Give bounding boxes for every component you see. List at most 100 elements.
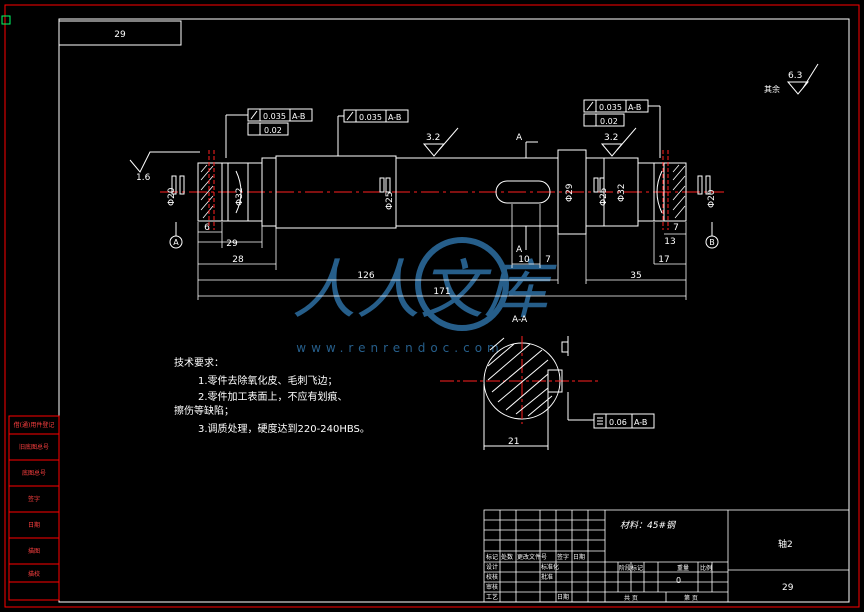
roughness-left: [129, 151, 200, 173]
strip-label-2: 底图总号: [22, 469, 46, 477]
datum-b: B: [705, 222, 719, 249]
strip-label-5: 描图: [28, 547, 40, 555]
strip-label-1: 旧底图总号: [19, 443, 49, 451]
tb-stage-1: 重量: [677, 564, 689, 572]
tol-left-cyl: 0.02: [264, 126, 282, 135]
dim-29: 29: [226, 239, 238, 249]
roughness-left-value: 1.6: [136, 173, 151, 183]
tb-drawing-number: 29: [782, 583, 794, 593]
tol-right-runout: 0.035: [599, 103, 622, 112]
dia-label-2: Φ25: [385, 191, 395, 210]
tech-item-0: 1.零件去除氧化皮、毛刺飞边；: [198, 374, 338, 387]
dim-28: 28: [232, 255, 244, 265]
tol-left-runout: 0.035: [263, 112, 286, 121]
roughness-rest: [786, 63, 819, 95]
strip-label-3: 签字: [28, 495, 40, 503]
strip-label-4: 日期: [28, 521, 40, 529]
dia-label-1: Φ32: [235, 187, 245, 206]
section-depth: 21: [508, 437, 519, 447]
section-cut-marks: [525, 141, 538, 250]
outer-frame: [4, 4, 860, 608]
tb-col-3: 日期: [573, 553, 585, 561]
tb-row-0: 标记: [486, 553, 498, 561]
strip-label-0: 借(通)用件登记: [14, 421, 55, 429]
bearing-markers: [208, 150, 669, 230]
tol-right-cyl: 0.02: [600, 117, 618, 126]
shaft-body: [171, 149, 711, 235]
title-block: [483, 509, 850, 603]
tech-title: 技术要求：: [174, 356, 224, 369]
tb-stage-0: 阶段标记: [619, 564, 643, 572]
roughness-rest-value: 6.3: [788, 71, 802, 81]
tol-key-ref: A-B: [634, 418, 647, 427]
dia-label-4: Φ32: [617, 183, 627, 202]
datum-a: A: [169, 222, 183, 249]
roughness-rest-label: 其余: [764, 84, 780, 94]
dim-171: 171: [433, 287, 450, 297]
bearing-hatch: [200, 164, 686, 219]
corner-mark: [1, 15, 11, 25]
tol-mid-runout: 0.035: [359, 113, 382, 122]
roughness-right: [600, 127, 637, 157]
dim-6: 6: [204, 223, 210, 233]
tb-row-4: 工艺: [486, 593, 498, 601]
dia-label-3: Φ29: [565, 183, 575, 202]
section-label-bottom: A: [516, 245, 523, 255]
dia-label-6: Φ20: [707, 189, 717, 208]
tech-item-1: 2.零件加工表面上，不应有划痕、: [198, 390, 348, 403]
tech-item-2: 擦伤等缺陷；: [174, 404, 234, 417]
tech-item-3: 3.调质处理，硬度达到220-240HBS。: [198, 422, 370, 435]
tb-quantity: 0: [676, 576, 681, 585]
datum-b-label: B: [709, 238, 715, 247]
tol-frame-mid: [337, 109, 409, 156]
tol-key-sym: 0.06: [609, 418, 627, 427]
tb-material: 材料：45#钢: [620, 520, 677, 531]
datum-a-label: A: [173, 238, 179, 247]
tb-row-2: 校核: [486, 573, 498, 581]
inner-frame: [58, 18, 850, 603]
tb-part-name: 轴2: [778, 538, 793, 550]
watermark-logo: 人人文库: [292, 254, 557, 328]
dim-13: 13: [664, 237, 675, 247]
section-title: A-A: [512, 315, 528, 325]
tb-col-2: 签字: [557, 553, 569, 561]
tb-sheet-page: 第 页: [684, 594, 698, 602]
tb-col-0: 处数: [501, 553, 513, 561]
tb-date: 日期: [557, 593, 569, 601]
tol-mid-ref: A-B: [388, 113, 401, 122]
dia-label-0: Φ20: [167, 187, 177, 206]
watermark-url: www.renrendoc.com: [296, 341, 503, 355]
dim-7a: 7: [545, 255, 551, 265]
strip-label-6: 描校: [28, 570, 40, 578]
dim-10: 10: [518, 255, 530, 265]
dimension-lines: [197, 204, 687, 300]
dia-label-5: Φ25: [599, 187, 609, 206]
tb-row-1: 设计: [486, 563, 498, 571]
watermark: 人人文库 www.renrendoc.com: [292, 237, 557, 355]
section-label-top: A: [516, 133, 523, 143]
tb-row-3: 审核: [486, 583, 498, 591]
roughness-right-value: 3.2: [604, 133, 618, 143]
dim-126: 126: [357, 271, 374, 281]
tb-col-1: 更改文件号: [517, 553, 547, 561]
tb-stage-2: 比例: [700, 564, 712, 572]
tech-requirements: 技术要求： 1.零件去除氧化皮、毛刺飞边； 2.零件加工表面上，不应有划痕、 擦…: [174, 356, 370, 435]
tol-frame-left: [225, 108, 313, 158]
sheet-number: 29: [114, 30, 126, 40]
side-strip: [8, 415, 60, 601]
dim-17: 17: [658, 255, 669, 265]
dim-7b: 7: [673, 223, 679, 233]
roughness-mid-value: 3.2: [426, 133, 440, 143]
tol-frame-key: [593, 413, 655, 429]
tol-right-ref: A-B: [628, 103, 641, 112]
tb-approve: 批准: [541, 573, 553, 581]
section-view: [440, 336, 600, 450]
sheet-number-box: [58, 20, 182, 46]
tb-sheet-count: 共 页: [624, 594, 638, 602]
roughness-mid: [422, 127, 459, 157]
watermark-ring: [415, 237, 509, 331]
tol-frame-right: [583, 99, 661, 158]
dim-35: 35: [630, 271, 641, 281]
tol-left-ref: A-B: [292, 112, 305, 121]
